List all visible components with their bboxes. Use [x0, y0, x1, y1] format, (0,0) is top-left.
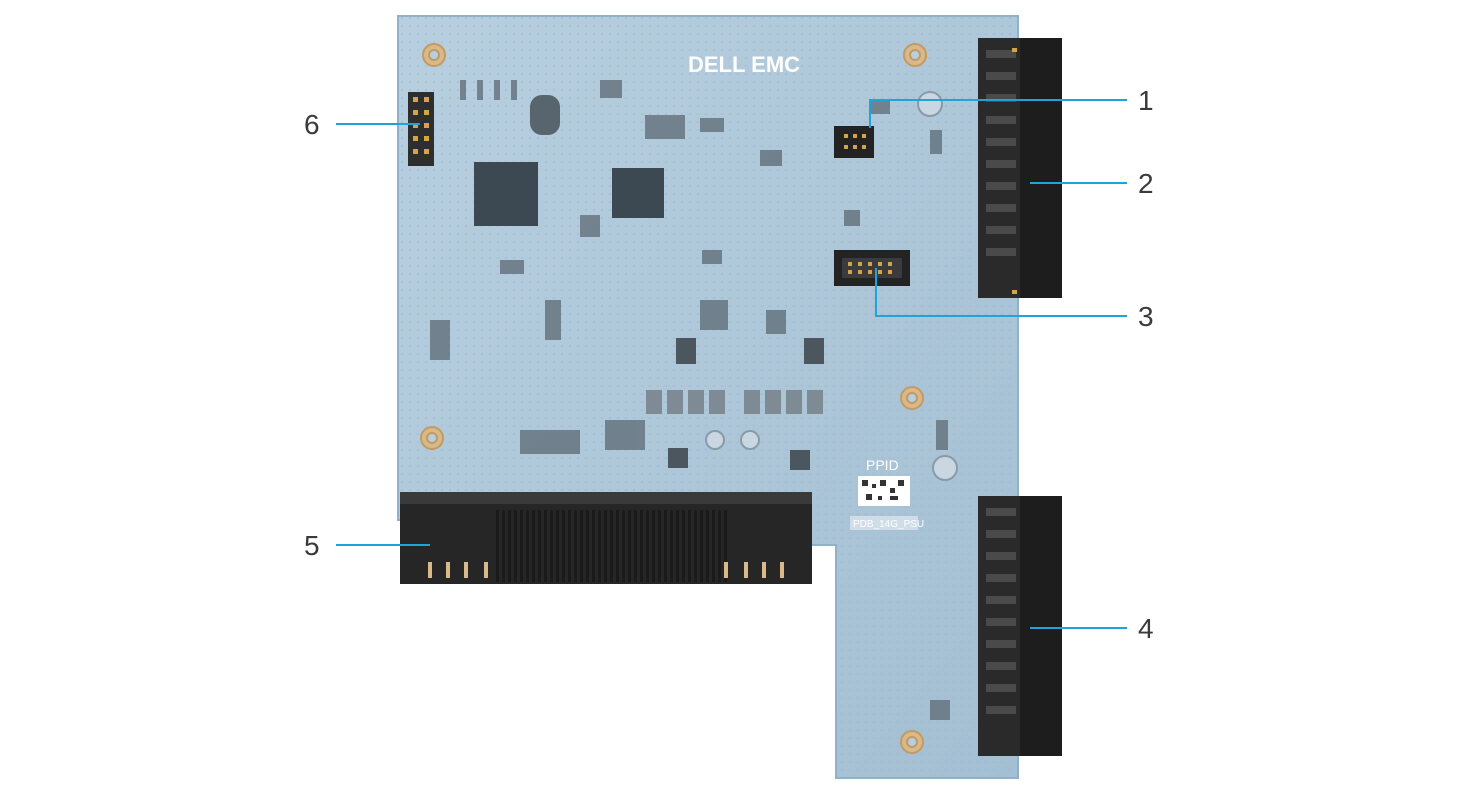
edge-pin: [694, 510, 697, 582]
inductor-row: [646, 390, 823, 414]
small-components: [430, 80, 950, 720]
edge-pin: [568, 510, 571, 582]
callout-number-3: 3: [1138, 301, 1154, 332]
edge-pin: [712, 510, 715, 582]
edge-pin: [496, 510, 499, 582]
edge-pin: [526, 510, 529, 582]
callout-number-5: 5: [304, 530, 320, 561]
edge-pin: [592, 510, 595, 582]
edge-pin: [550, 510, 553, 582]
edge-pin: [664, 510, 667, 582]
callout-number-4: 4: [1138, 613, 1154, 644]
edge-pin: [532, 510, 535, 582]
edge-pin: [598, 510, 601, 582]
edge-pin: [700, 510, 703, 582]
mounting-holes: [420, 43, 927, 754]
edge-pin: [634, 510, 637, 582]
edge-pin: [604, 510, 607, 582]
connector-4: [978, 496, 1062, 756]
callout-line-3: [875, 268, 1127, 317]
edge-pin: [520, 510, 523, 582]
edge-pin: [646, 510, 649, 582]
edge-pin: [622, 510, 625, 582]
edge-pin: [610, 510, 613, 582]
edge-pin: [562, 510, 565, 582]
edge-pin: [538, 510, 541, 582]
pin-header-6: [408, 92, 434, 166]
callout-line-1: [869, 99, 1127, 128]
callout-lines: [336, 99, 1127, 629]
edge-pins: [496, 510, 727, 582]
edge-pin: [640, 510, 643, 582]
edge-pin: [718, 510, 721, 582]
edge-pin: [544, 510, 547, 582]
edge-pin: [676, 510, 679, 582]
edge-pin: [586, 510, 589, 582]
ppid-label: PPID: [866, 457, 899, 473]
edge-pin: [724, 510, 727, 582]
edge-pin: [682, 510, 685, 582]
ic-chips: [474, 95, 824, 470]
edge-pin: [628, 510, 631, 582]
edge-pin: [616, 510, 619, 582]
edge-pin: [502, 510, 505, 582]
connector-5: [400, 492, 812, 584]
edge-pin: [514, 510, 517, 582]
edge-pin: [556, 510, 559, 582]
edge-pin: [574, 510, 577, 582]
model-label: PDB_14G_PSU: [853, 519, 924, 530]
connector-1: [834, 126, 874, 158]
edge-pin: [652, 510, 655, 582]
edge-pin: [670, 510, 673, 582]
edge-pin: [706, 510, 709, 582]
edge-pin: [580, 510, 583, 582]
callout-number-6: 6: [304, 109, 320, 140]
connector-2: [978, 38, 1062, 298]
edge-pin: [508, 510, 511, 582]
edge-pin: [688, 510, 691, 582]
edge-pin: [658, 510, 661, 582]
dell-emc-logo: DELL EMC: [688, 52, 800, 77]
callout-number-1: 1: [1138, 85, 1154, 116]
capacitors: [705, 91, 958, 481]
callout-number-2: 2: [1138, 168, 1154, 199]
connector-3: [834, 250, 910, 286]
